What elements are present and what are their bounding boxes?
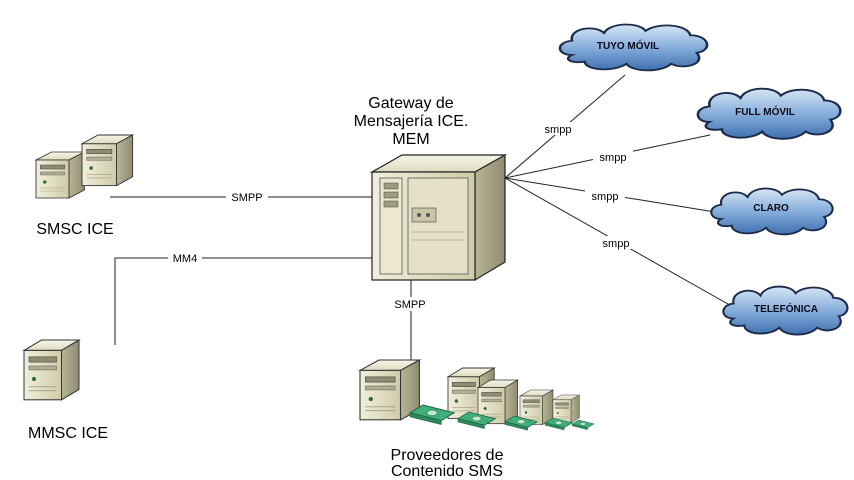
gateway-label-line2: Mensajería ICE.: [354, 113, 469, 130]
gateway-label-line1: Gateway de: [368, 95, 453, 112]
edge-label-providers: SMPP: [394, 299, 425, 311]
cloud-tuyo-movil: TUYO MÓVIL: [558, 23, 709, 72]
mmsc-server-icon: [23, 339, 80, 401]
smsc-server-icon: [35, 134, 134, 199]
edge-label-claro: smpp: [592, 191, 619, 203]
cloud-full-movil: FULL MÓVIL: [696, 87, 842, 141]
edge-label-telefonica: smpp: [603, 238, 630, 250]
edge-mmsc-gateway: [114, 257, 385, 345]
cloud-label-full: FULL MÓVIL: [735, 105, 795, 118]
gateway-server-icon: [369, 153, 508, 282]
money-icon: [571, 419, 595, 430]
smsc-label: SMSC ICE: [36, 221, 113, 238]
cloud-label-telefonica: TELEFÓNICA: [754, 302, 818, 315]
edge-label-tuyo: smpp: [545, 124, 572, 136]
cloud-telefonica: TELEFÓNICA: [722, 285, 849, 336]
edge-label-smsc: SMPP: [231, 192, 262, 204]
cloud-label-claro: CLARO: [753, 203, 789, 214]
edge-label-mmsc: MM4: [173, 253, 197, 265]
edge-label-full: smpp: [600, 152, 627, 164]
cloud-label-tuyo: TUYO MÓVIL: [597, 39, 659, 52]
gateway-label: Gateway de Mensajería ICE. MEM: [354, 95, 469, 148]
mmsc-label: MMSC ICE: [28, 425, 108, 442]
providers-label-line1: Proveedores de: [391, 447, 504, 464]
edge-labels: SMPP MM4 SMPP smpp smpp smpp smpp: [168, 122, 636, 311]
gateway-label-line3: MEM: [392, 131, 429, 148]
cloud-claro: CLARO: [710, 187, 834, 236]
providers-label-line2: Contenido SMS: [391, 463, 503, 480]
